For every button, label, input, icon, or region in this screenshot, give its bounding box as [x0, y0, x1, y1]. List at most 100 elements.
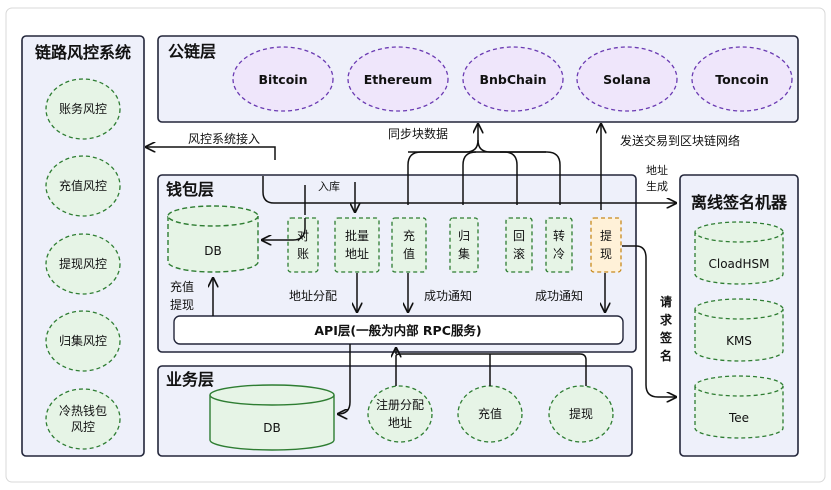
chain-oval [347, 46, 449, 112]
wallet-module: 对账 [287, 217, 319, 273]
risk-oval [45, 155, 121, 217]
api-bar [173, 315, 624, 345]
risk-oval [45, 233, 121, 295]
api-label: API层(一般为内部 RPC服务) [314, 323, 481, 338]
wallet-module-label: 账 [297, 247, 309, 261]
signer-cylinder-top [694, 375, 784, 397]
chain-item-label: Bitcoin [259, 72, 308, 87]
wallet-module-label: 归 [458, 229, 470, 243]
wallet-module-label: 滚 [513, 246, 525, 261]
business-item-label: 提现 [569, 406, 593, 421]
business-db-label: DB [263, 421, 280, 435]
arrow-addr-gen [262, 176, 676, 203]
wallet-db: DB [167, 205, 259, 273]
wallet-module-box [334, 217, 380, 273]
signer-item: CloadHSM [694, 221, 784, 285]
label-request-sign: 请 求 签 名 [659, 294, 673, 363]
risk-oval [45, 78, 121, 140]
chain-items: Bitcoin Ethereum BnbChain Solana Toncoin [232, 46, 793, 112]
risk-item: 充值风控 [45, 155, 121, 217]
wallet-module: 回滚 [505, 217, 533, 273]
wallet-module-box [287, 217, 319, 273]
chain-item-label: BnbChain [479, 72, 546, 87]
wallet-module-label: 集 [458, 246, 470, 261]
chain-title: 公链层 [168, 42, 216, 61]
chain-oval [232, 46, 334, 112]
signer-cylinder-body [694, 232, 784, 285]
risk-item-label: 充值风控 [59, 178, 107, 193]
signer-cylinder-top [694, 298, 784, 320]
signer-item-label: Tee [728, 411, 749, 425]
arrow-to-wallet-db [262, 218, 306, 240]
chain-item: BnbChain [462, 46, 564, 112]
chain-item: Bitcoin [232, 46, 334, 112]
risk-item-label: 风控 [71, 420, 95, 434]
chain-item-label: Toncoin [715, 72, 769, 87]
signer-items: CloadHSM KMS Tee [694, 221, 784, 439]
wallet-module: 转冷 [545, 217, 573, 273]
signer-item: KMS [694, 298, 784, 362]
chain-item-label: Solana [603, 72, 651, 87]
arrow-request-sign [622, 245, 676, 397]
signer-item-label: KMS [726, 334, 752, 348]
risk-item-label: 归集风控 [59, 333, 107, 348]
chain-oval [576, 46, 678, 112]
wallet-module-box [449, 217, 479, 273]
wallet-module-label: 值 [403, 246, 415, 261]
label-send-tx: 发送交易到区块链网络 [620, 133, 740, 148]
label-sync-block: 同步块数据 [388, 126, 448, 141]
wallet-module: 充值 [391, 217, 427, 273]
chain-item: Ethereum [347, 46, 449, 112]
label-request-sign-4: 名 [660, 348, 672, 363]
business-oval [367, 385, 433, 443]
chain-item-label: Ethereum [364, 72, 432, 87]
wallet-module-label: 转 [553, 228, 565, 243]
risk-oval [45, 388, 121, 450]
chain-oval [691, 46, 793, 112]
signer-title: 离线签名机器 [691, 193, 788, 212]
wallet-module-label: 回 [513, 229, 525, 243]
wallet-module-label: 现 [600, 247, 612, 261]
wallet-module-label: 批量 [345, 228, 369, 243]
chain-oval [462, 46, 564, 112]
chain-item: Toncoin [691, 46, 793, 112]
wallet-module-label: 充 [403, 228, 415, 243]
wallet-title: 钱包层 [166, 180, 214, 199]
arrow-sync-4 [500, 151, 561, 205]
label-withdraw: 提现 [170, 297, 194, 312]
risk-item-label: 账务风控 [59, 101, 107, 116]
label-success-1: 成功通知 [424, 289, 472, 303]
risk-oval [45, 310, 121, 372]
signer-cylinder-top [694, 221, 784, 243]
label-ingest: 入库 [318, 180, 340, 193]
risk-item-label: 冷热钱包 [59, 403, 107, 418]
label-deposit: 充值 [170, 279, 194, 294]
wallet-module-label: 冷 [553, 247, 565, 261]
risk-item: 账务风控 [45, 78, 121, 140]
risk-item-label: 提现风控 [59, 256, 107, 271]
signer-cylinder-body [694, 386, 784, 439]
business-item-label: 地址 [388, 416, 412, 430]
connectors [146, 124, 676, 414]
label-risk-access: 风控系统接入 [188, 131, 260, 146]
wallet-module-box [505, 217, 533, 273]
risk-title: 链路风控系统 [35, 43, 131, 62]
arrow-api-to-bizdb [338, 344, 351, 414]
chain-item: Solana [576, 46, 678, 112]
signer-item-label: CloadHSM [708, 257, 769, 271]
business-item-label: 充值 [478, 406, 502, 421]
wallet-module-label: 地址 [345, 247, 369, 261]
risk-item: 提现风控 [45, 233, 121, 295]
business-item-label: 注册分配 [376, 397, 424, 412]
label-request-sign-2: 求 [660, 312, 673, 327]
wallet-module: 归集 [449, 217, 479, 273]
label-request-sign-1: 请 [660, 294, 672, 309]
label-addr-gen-1: 地址 [646, 163, 668, 177]
label-request-sign-3: 签 [659, 330, 673, 345]
